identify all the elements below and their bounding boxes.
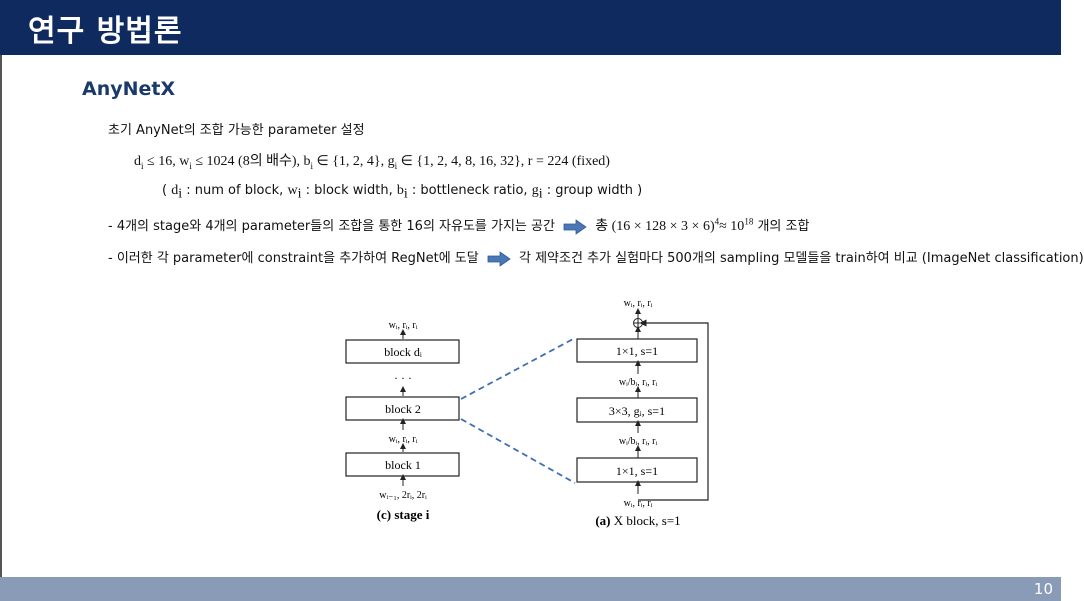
stage-mid-label: wᵢ, rᵢ, rᵢ [389,434,418,445]
left-border [0,55,2,577]
dashed-connector-top [460,337,576,400]
xblock-bottom-label: wᵢ, rᵢ, rᵢ [624,498,653,509]
stage-top-label: wᵢ, rᵢ, rᵢ [389,320,418,331]
slide-header: 연구 방법론 [0,0,1061,55]
xblock-upper-label: wᵢ/bᵢ, rᵢ, rᵢ [619,377,658,388]
intro-text: 초기 AnyNet의 조합 가능한 parameter 설정 [108,123,365,138]
skip-connection [638,319,709,501]
conv-bottom-label: 1×1, s=1 [616,464,658,478]
block-d-label: block dᵢ [384,345,422,359]
block-1-label: block 1 [385,458,421,472]
section-title: AnyNetX [82,78,176,100]
block-d [345,339,460,364]
bullet-regnet: - 이러한 각 parameter에 constraint을 추가하여 RegN… [108,250,1084,267]
page-number: 10 [1033,580,1053,598]
slide-title: 연구 방법론 [28,14,183,49]
stage-caption: (c) stage i [377,507,430,522]
constraint-line: di ≤ 16, wi ≤ 1024 (8의 배수), bi ∈ {1, 2, … [134,154,610,171]
stage-dots: · · · [394,371,412,385]
param-legend: ( di : num of block, wi : block width, b… [162,183,643,202]
block-2-label: block 2 [385,402,421,416]
conv-top-label: 1×1, s=1 [616,344,658,358]
stage-bottom-label: wᵢ₋₁, 2rᵢ, 2rᵢ [379,490,427,501]
right-arrow-icon [487,250,511,267]
xblock-caption: (a) X block, s=1 [595,513,680,528]
dashed-connector-bottom [460,418,576,484]
xblock-top-label: wᵢ, rᵢ, rᵢ [624,298,653,309]
right-arrow-icon [563,218,587,235]
slide-footer: 10 [0,577,1061,601]
bullet-degrees-of-freedom: - 4개의 stage와 4개의 parameter들의 조합을 통한 16의 … [108,216,810,235]
xblock-lower-label: wᵢ/bᵢ, rᵢ, rᵢ [619,436,658,447]
architecture-diagram: wᵢ, rᵢ, rᵢ block dᵢ · · · block 2 wᵢ, rᵢ… [345,298,709,528]
conv-mid-label: 3×3, gᵢ, s=1 [609,404,665,418]
